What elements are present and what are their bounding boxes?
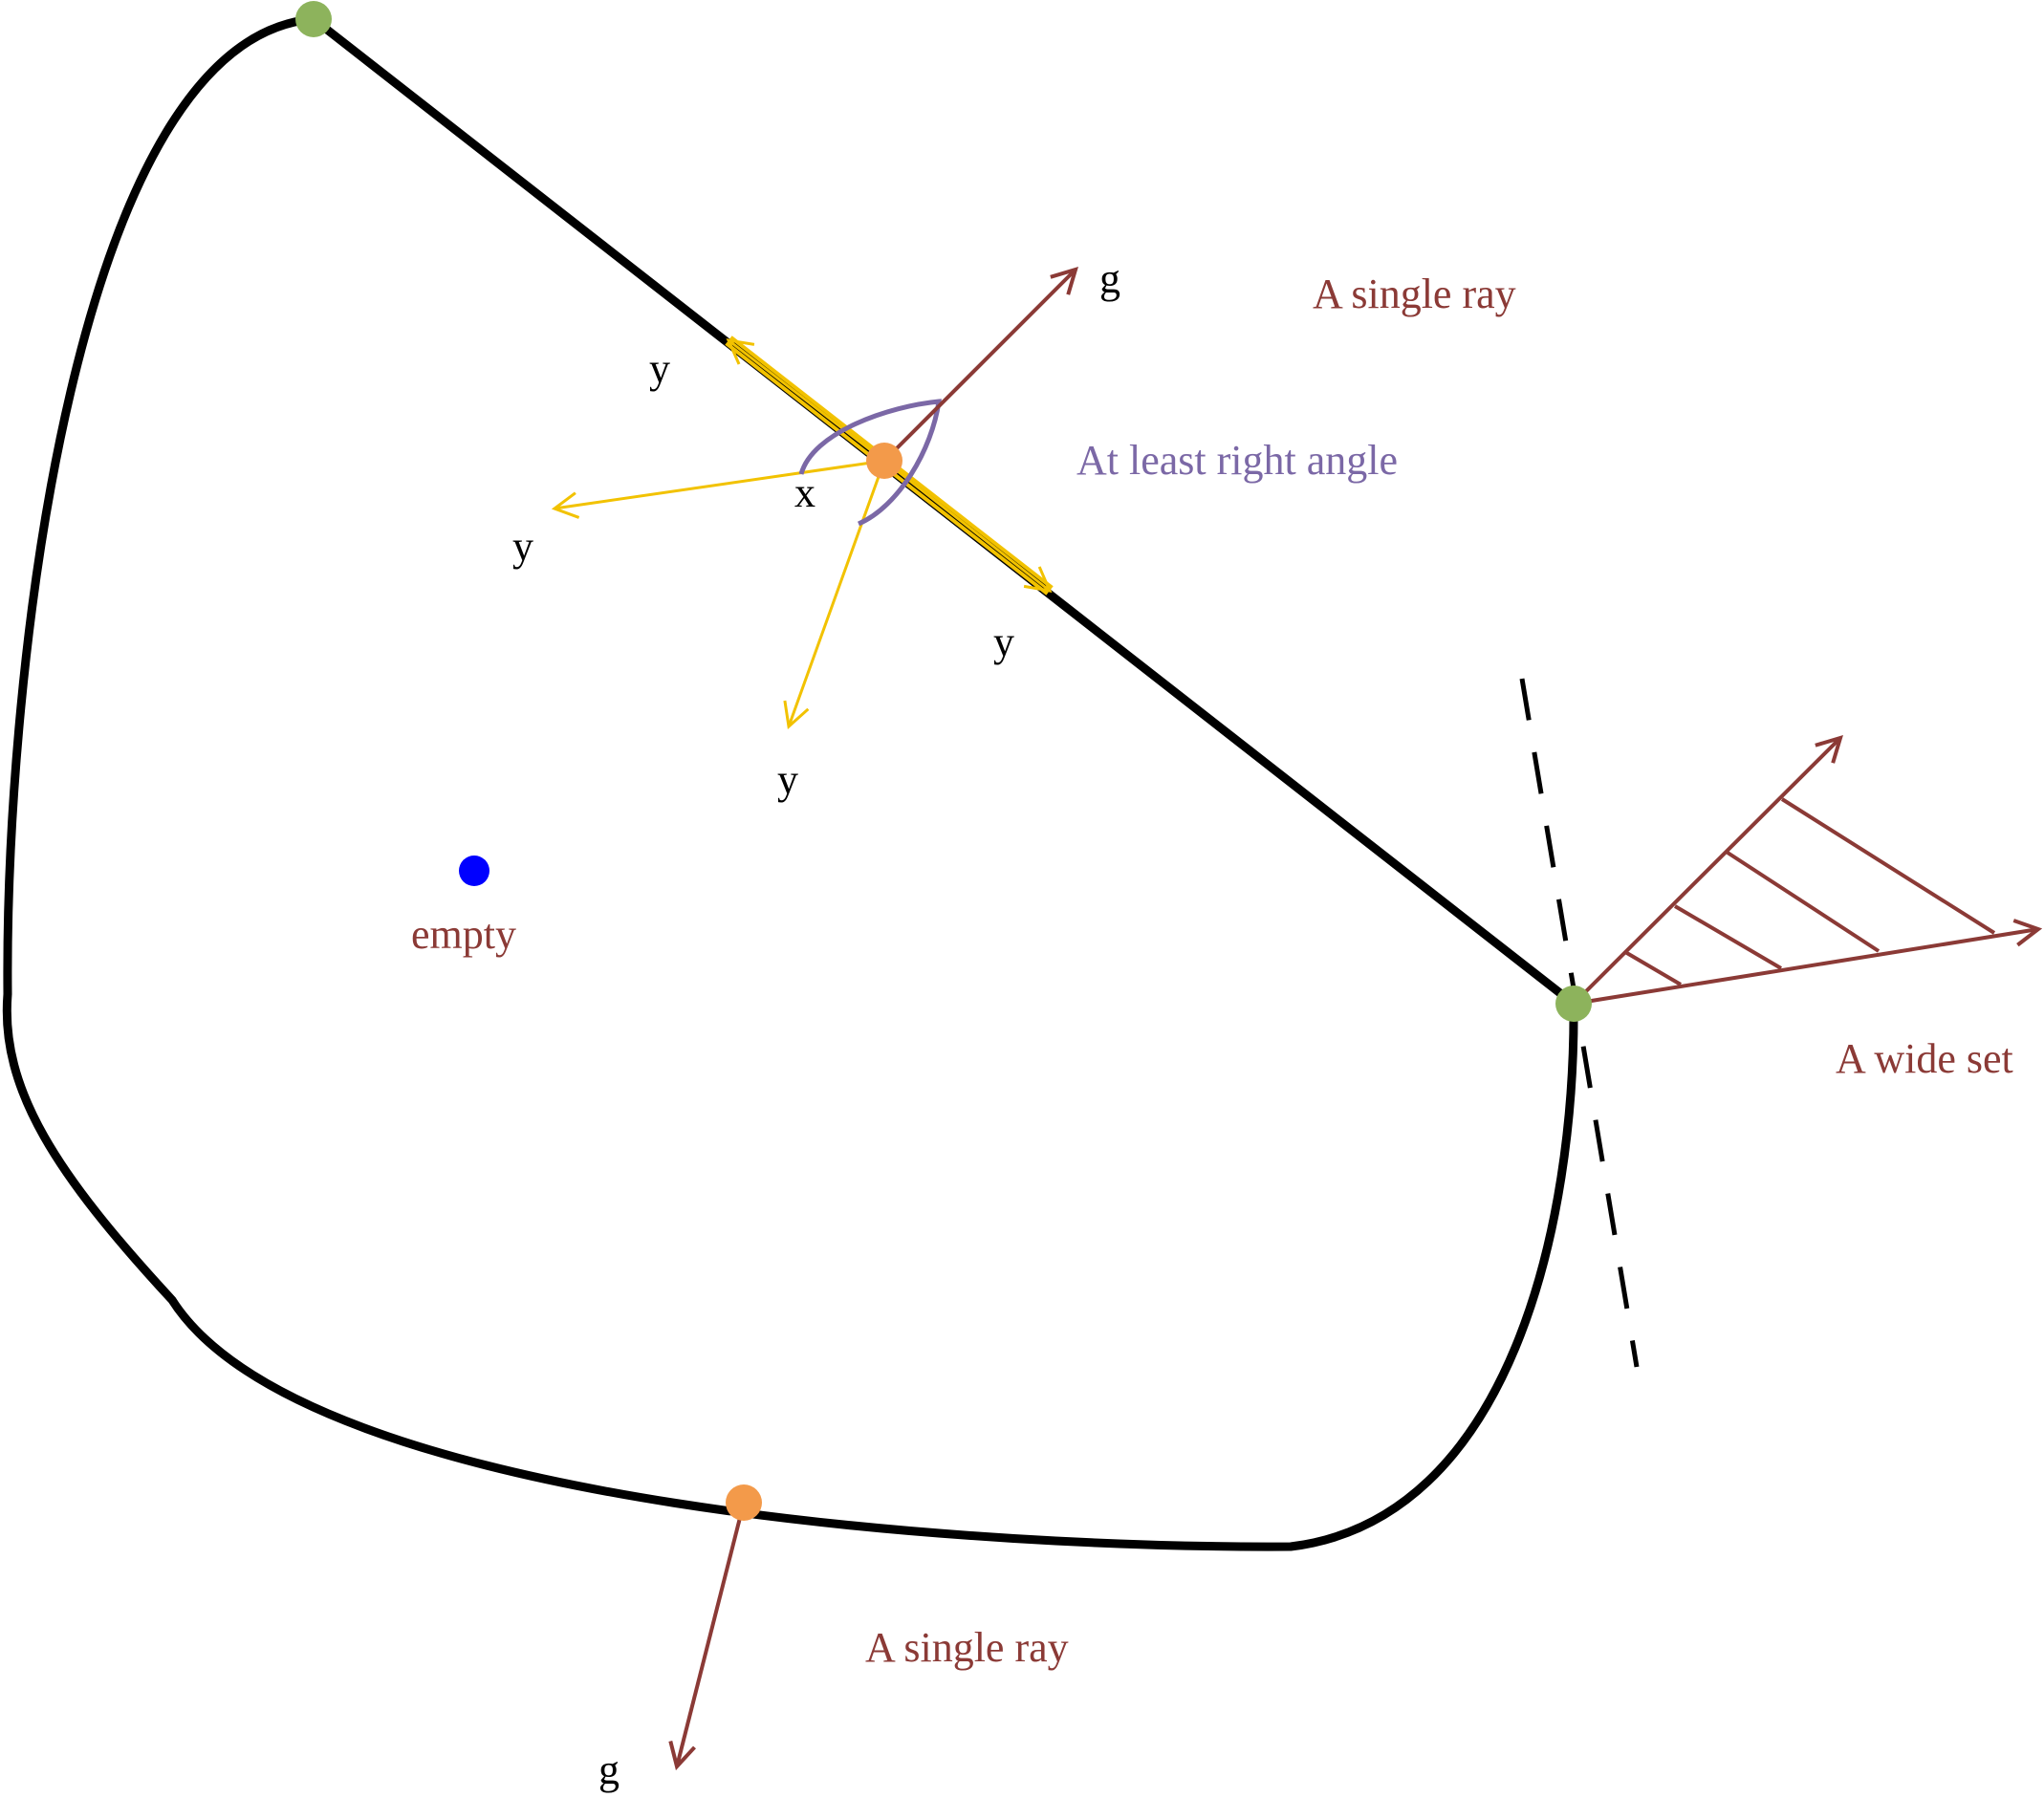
vertex-point-top	[295, 1, 332, 37]
interior-point	[459, 856, 489, 886]
right-angle-arc	[798, 399, 942, 527]
convex-set-boundary	[2, 14, 1578, 1551]
label-g-top: g	[1099, 255, 1120, 302]
y-arrow-upper	[726, 338, 885, 463]
label-x: x	[794, 469, 815, 516]
label-empty: empty	[411, 911, 516, 958]
ray-g-top	[882, 270, 1076, 463]
normal-cone-wide-set	[1572, 738, 2038, 1006]
label-right-angle: At least right angle	[1076, 437, 1398, 484]
y-arrow-lower	[783, 460, 886, 729]
boundary-point-bottom	[726, 1484, 762, 1521]
edge-point-x	[866, 443, 902, 479]
y-arrow-left	[551, 459, 885, 519]
label-single-ray-bottom: A single ray	[865, 1624, 1069, 1671]
y-arrow-right	[883, 459, 1053, 593]
supporting-line	[1519, 678, 1640, 1368]
label-wide-set: A wide set	[1836, 1035, 2013, 1082]
label-single-ray-top: A single ray	[1313, 271, 1516, 317]
ray-g-bottom	[677, 1502, 746, 1766]
label-y-left: y	[512, 523, 533, 570]
label-y-upper: y	[649, 345, 670, 392]
label-y-right: y	[993, 618, 1014, 665]
vertex-point-right	[1555, 986, 1592, 1022]
label-y-lower: y	[777, 756, 798, 803]
label-g-bottom: g	[598, 1746, 620, 1793]
